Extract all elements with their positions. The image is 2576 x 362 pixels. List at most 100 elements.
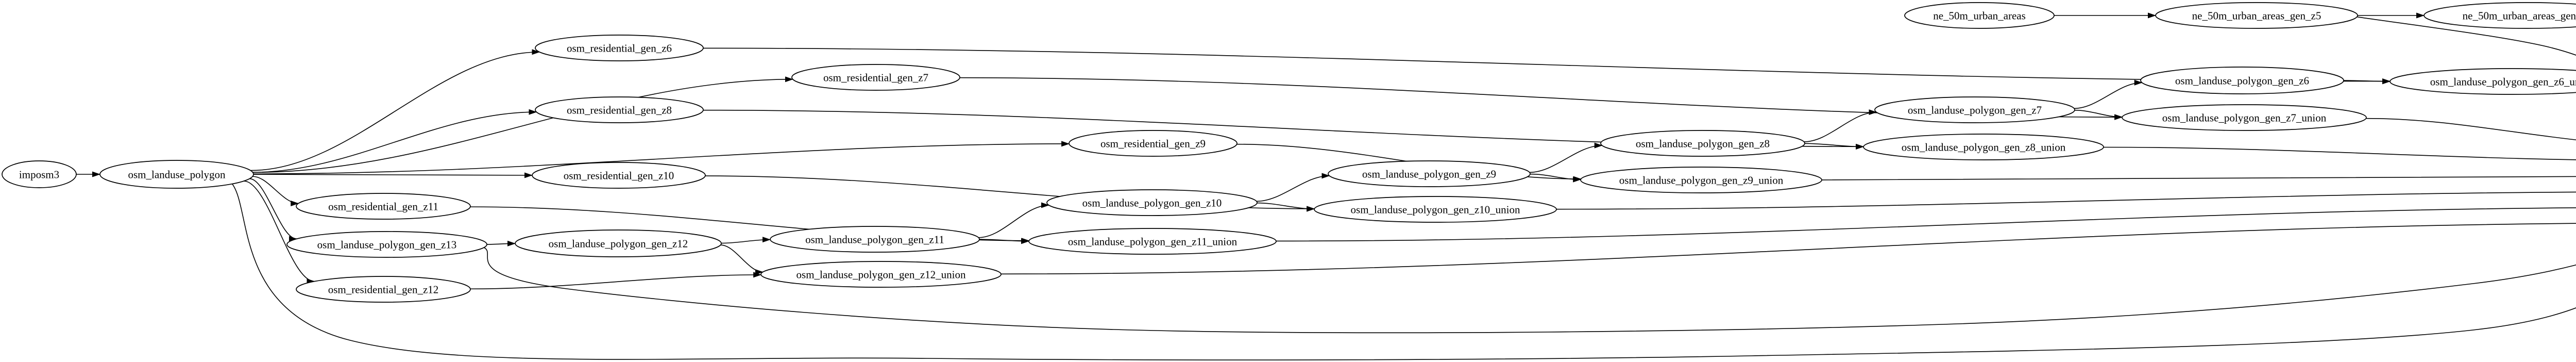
node-label: osm_residential_gen_z12 [328, 283, 439, 295]
node-ellipse [2, 160, 77, 188]
edge-osm_landuse_polygon_gen_z13-to-osm_landuse_polygon_gen_z12 [486, 240, 516, 246]
node-label: ne_50m_urban_areas_gen_z4 [2463, 9, 2576, 22]
node-ellipse [1046, 189, 1258, 216]
node-label: osm_residential_gen_z9 [1100, 137, 1206, 150]
node-ne_50m_urban_areas_gen_z4: ne_50m_urban_areas_gen_z4 [2424, 2, 2576, 29]
node-label: osm_residential_gen_z6 [567, 42, 672, 54]
node-label: osm_landuse_polygon_gen_z8 [1636, 137, 1770, 150]
node-osm_landuse_polygon_gen_z7: osm_landuse_polygon_gen_z7 [1874, 96, 2075, 123]
node-osm_landuse_polygon: osm_landuse_polygon [99, 160, 254, 189]
edge-osm_landuse_polygon-to-osm_residential_gen_z7 [252, 76, 793, 173]
edge-osm_residential_gen_z6-to-osm_landuse_polygon_gen_z6_union [703, 47, 2391, 85]
node-ellipse [535, 96, 704, 123]
edge-osm_landuse_polygon_gen_z7-to-osm_landuse_polygon_gen_z6 [2074, 79, 2143, 109]
node-osm_residential_gen_z8: osm_residential_gen_z8 [535, 96, 704, 123]
node-ne_50m_urban_areas: ne_50m_urban_areas [1904, 2, 2055, 29]
node-osm_landuse_polygon_gen_z6: osm_landuse_polygon_gen_z6 [2140, 67, 2344, 94]
node-osm_landuse_polygon_gen_z8: osm_landuse_polygon_gen_z8 [1600, 130, 1805, 157]
node-ellipse [296, 276, 471, 303]
node-osm_landuse_polygon_gen_z6_union: osm_landuse_polygon_gen_z6_union [2389, 68, 2576, 95]
node-ellipse [1874, 96, 2075, 123]
edge-osm_landuse_polygon_gen_z11-to-osm_landuse_polygon_gen_z10 [978, 202, 1050, 238]
node-ellipse [535, 35, 704, 61]
node-imposm3: imposm3 [2, 160, 77, 188]
edge-osm_landuse_polygon-to-osm_residential_gen_z11 [252, 176, 299, 206]
node-label: osm_landuse_polygon_gen_z12 [549, 237, 688, 250]
node-label: osm_landuse_polygon [128, 168, 226, 180]
edge-osm_landuse_polygon_gen_z10_union-to-layer_landuse:z10 [1556, 191, 2576, 210]
node-osm_residential_gen_z7: osm_residential_gen_z7 [791, 64, 960, 91]
edge-osm_landuse_polygon_gen_z12_union-to-layer_landuse:z12 [1001, 223, 2576, 275]
node-osm_landuse_polygon_gen_z10: osm_landuse_polygon_gen_z10 [1046, 189, 1258, 216]
node-osm_landuse_polygon_gen_z10_union: osm_landuse_polygon_gen_z10_union [1314, 196, 1557, 223]
edge-osm_landuse_polygon_gen_z13-to-layer_landuse:z13 [483, 247, 2576, 334]
node-ellipse [1600, 130, 1805, 157]
node-ellipse [760, 261, 1002, 288]
node-ellipse [1863, 134, 2104, 160]
node-label: osm_landuse_polygon_gen_z12_union [796, 268, 966, 281]
node-label: osm_landuse_polygon_gen_z6_union [2430, 75, 2576, 88]
node-osm_residential_gen_z12: osm_residential_gen_z12 [296, 276, 471, 303]
node-osm_landuse_polygon_gen_z9: osm_landuse_polygon_gen_z9 [1328, 160, 1531, 187]
node-ellipse [1328, 160, 1531, 187]
node-label: imposm3 [19, 168, 59, 180]
node-osm_landuse_polygon_gen_z9_union: osm_landuse_polygon_gen_z9_union [1580, 167, 1822, 193]
node-osm_landuse_polygon_gen_z11: osm_landuse_polygon_gen_z11 [770, 226, 980, 253]
node-ellipse [791, 64, 960, 91]
node-ellipse [532, 162, 706, 189]
node-label: osm_landuse_polygon_gen_z11 [805, 233, 944, 245]
node-ellipse [1314, 196, 1557, 223]
node-label: osm_residential_gen_z11 [328, 200, 438, 212]
node-osm_residential_gen_z10: osm_residential_gen_z10 [532, 162, 706, 189]
node-label: osm_landuse_polygon_gen_z10 [1082, 196, 1222, 209]
node-osm_residential_gen_z9: osm_residential_gen_z9 [1069, 130, 1238, 157]
edge-osm_landuse_polygon-to-layer_landuse:z14+ [232, 184, 2576, 360]
edge-osm_landuse_polygon_gen_z10-to-osm_landuse_polygon_gen_z9 [1256, 173, 1330, 202]
edge-osm_landuse_polygon-to-osm_landuse_polygon_gen_z13 [249, 178, 297, 242]
node-label: osm_residential_gen_z7 [823, 71, 928, 84]
node-label: osm_landuse_polygon_gen_z11_union [1068, 235, 1238, 248]
node-ellipse [770, 226, 980, 253]
node-ellipse [1069, 130, 1238, 157]
edge-osm_landuse_polygon_gen_z8_union-to-layer_landuse:z8 [2103, 146, 2576, 160]
node-label: osm_landuse_polygon_gen_z6 [2175, 74, 2309, 87]
node-ellipse [1028, 228, 1277, 255]
node-label: osm_landuse_polygon_gen_z13 [317, 238, 457, 251]
node-ellipse [1904, 2, 2055, 29]
node-label: osm_landuse_polygon_gen_z7 [1908, 104, 2042, 116]
edge-osm_landuse_polygon-to-osm_residential_gen_z6 [250, 49, 540, 171]
edge-osm_landuse_polygon_gen_z12-to-osm_landuse_polygon_gen_z11 [721, 237, 771, 244]
node-osm_landuse_polygon_gen_z12_union: osm_landuse_polygon_gen_z12_union [760, 261, 1002, 288]
node-label: osm_residential_gen_z8 [567, 104, 672, 116]
node-layer: imposm3 osm_landuse_polygon osm_residentia… [2, 2, 2576, 303]
edge-osm_landuse_polygon_gen_z8-to-osm_landuse_polygon_gen_z7 [1804, 109, 1877, 142]
node-label: osm_landuse_polygon_gen_z8_union [1902, 141, 2066, 153]
edge-osm_landuse_polygon_gen_z7_union-to-layer_landuse:z7 [2366, 118, 2576, 141]
node-ellipse [296, 193, 471, 220]
node-osm_landuse_polygon_gen_z8_union: osm_landuse_polygon_gen_z8_union [1863, 134, 2104, 160]
node-label: osm_residential_gen_z10 [564, 169, 674, 182]
node-ellipse [2140, 67, 2344, 94]
node-label: osm_landuse_polygon_gen_z9 [1362, 168, 1496, 180]
node-ellipse [2424, 2, 2576, 29]
edge-osm_landuse_polygon_gen_z12-to-osm_landuse_polygon_gen_z12_union [720, 244, 764, 275]
edge-osm_landuse_polygon_gen_z11_union-to-layer_landuse:z11 [1276, 207, 2576, 242]
node-ellipse [99, 160, 254, 189]
node-ellipse [1580, 167, 1822, 193]
node-osm_residential_gen_z6: osm_residential_gen_z6 [535, 35, 704, 61]
edge-osm_landuse_polygon-to-osm_residential_gen_z12 [244, 180, 315, 285]
edge-osm_landuse_polygon-to-osm_residential_gen_z8 [252, 109, 537, 173]
node-label: osm_landuse_polygon_gen_z9_union [1619, 174, 1784, 186]
node-ellipse [2389, 68, 2576, 95]
edge-osm_residential_gen_z12-to-osm_landuse_polygon_gen_z12_union [470, 272, 762, 290]
node-ellipse [515, 229, 722, 257]
edge-osm_landuse_polygon_gen_z9-to-osm_landuse_polygon_gen_z8 [1529, 142, 1603, 173]
node-ne_50m_urban_areas_gen_z5: ne_50m_urban_areas_gen_z5 [2155, 2, 2358, 29]
node-ellipse [2155, 2, 2358, 29]
node-ellipse [286, 231, 487, 258]
node-osm_residential_gen_z11: osm_residential_gen_z11 [296, 193, 471, 220]
node-label: ne_50m_urban_areas [1933, 9, 2026, 22]
